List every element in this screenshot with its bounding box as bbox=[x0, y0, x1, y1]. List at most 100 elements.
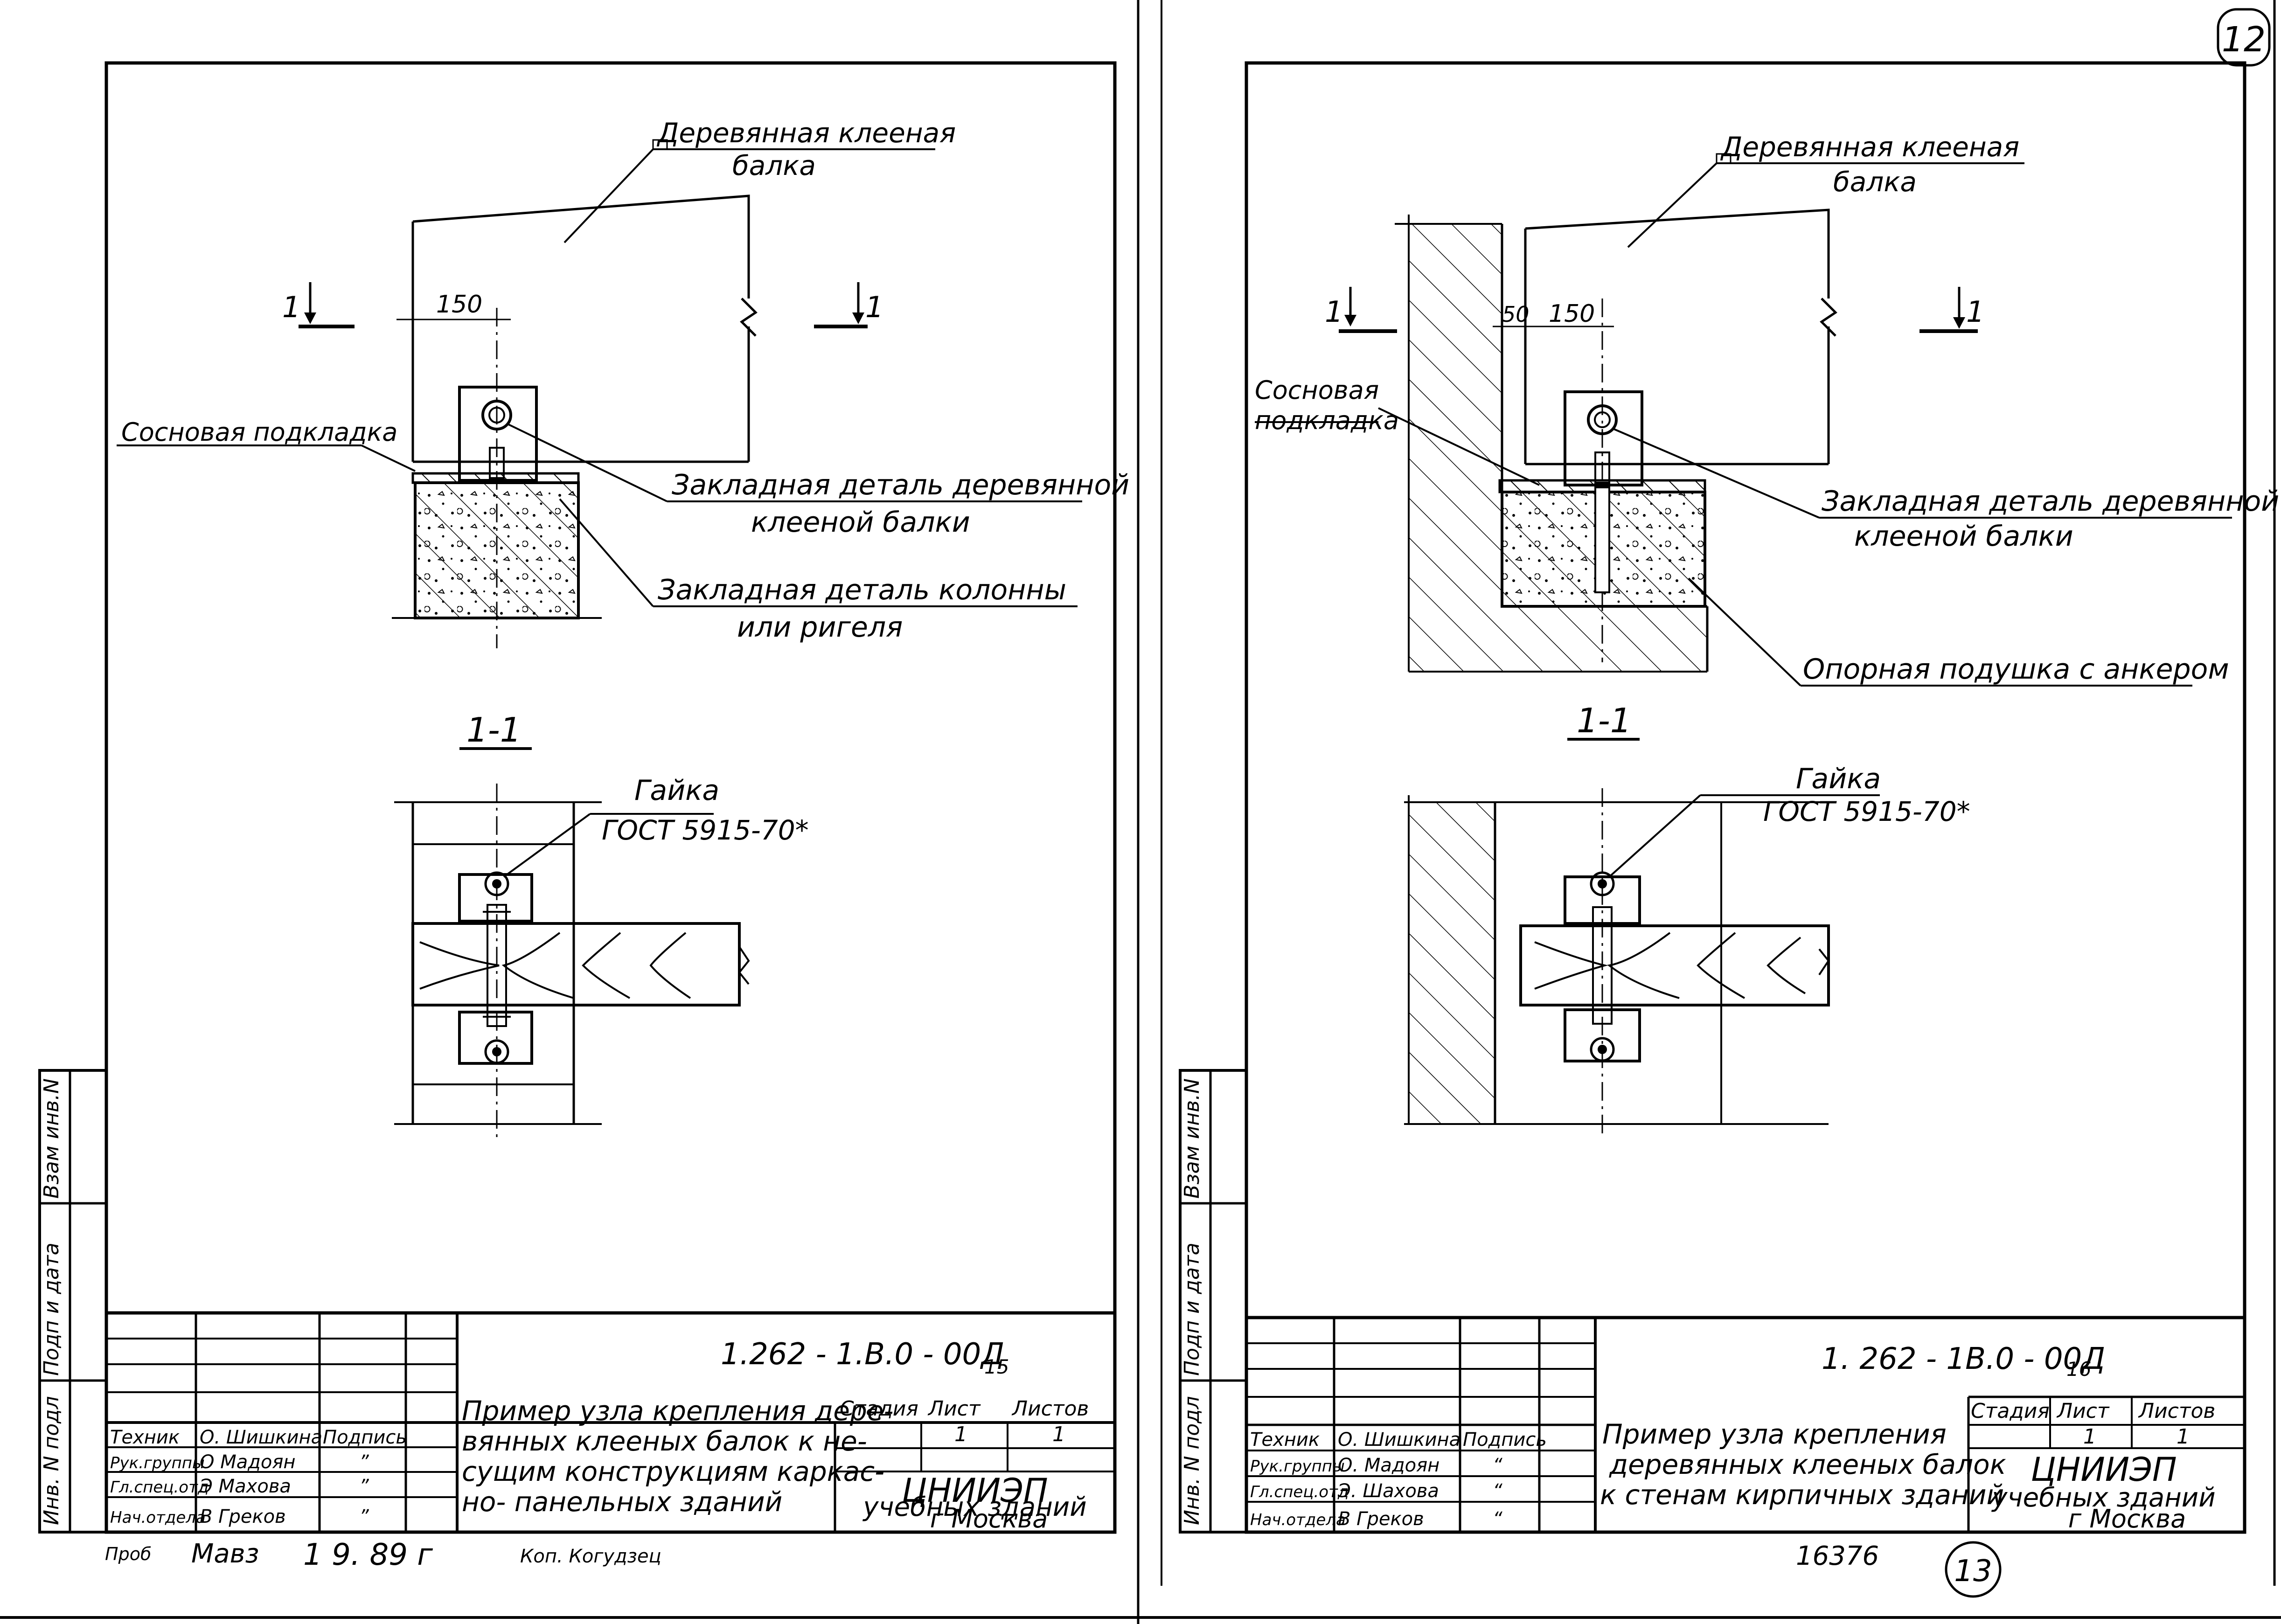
signer-role: Рук.группы bbox=[1250, 1457, 1345, 1476]
signer-sign: ” bbox=[359, 1451, 369, 1473]
left-side-stamp: Инв. N подл Подп и дата Взам инв.N bbox=[38, 1069, 108, 1534]
left-elevation: Деревянная клееная балка 1 1 150 bbox=[117, 117, 1129, 648]
label-beam-l2: балка bbox=[732, 150, 816, 181]
title-line-3: к стенам кирпичных зданий bbox=[1600, 1479, 2004, 1511]
signer-sign: Подпись bbox=[323, 1427, 407, 1448]
dim-150: 150 bbox=[436, 291, 482, 319]
title-line-1: Пример узла крепления дере- bbox=[462, 1395, 893, 1427]
signer-name: В Греков bbox=[1338, 1508, 1424, 1530]
header-stage: Стадия bbox=[1971, 1399, 2050, 1423]
signer-role: Гл.спец.отд bbox=[1250, 1483, 1349, 1501]
side-inv-repl: Взам инв.N bbox=[40, 1078, 63, 1199]
left-sheet: Инв. N подл Подп и дата Взам инв.N Дерев… bbox=[38, 61, 1129, 1572]
signer-role: Гл.спец.отд bbox=[110, 1478, 209, 1497]
signer-sign: Подпись bbox=[1463, 1429, 1547, 1450]
label-beam-l2: балка bbox=[1833, 166, 1917, 198]
dim-150: 150 bbox=[1549, 300, 1595, 328]
label-embed-col-l2: или ригеля bbox=[737, 611, 903, 644]
org-city: г Москва bbox=[2068, 1504, 2186, 1534]
signer-sign: ” bbox=[359, 1476, 369, 1497]
signer-role: Техник bbox=[110, 1427, 180, 1448]
label-embed-beam-l2: клееной балки bbox=[1854, 520, 2073, 553]
doc-code-sheet: 16 bbox=[2066, 1358, 2091, 1381]
label-nut-l1: Гайка bbox=[1796, 763, 1881, 795]
signer-role: Техник bbox=[1250, 1429, 1320, 1450]
header-sheet: Лист bbox=[927, 1397, 981, 1421]
right-frame bbox=[1245, 61, 2246, 1534]
footer-sign: Мавз bbox=[191, 1539, 259, 1569]
doc-code: 1.262 - 1.В.0 - 00Д bbox=[721, 1337, 1004, 1372]
signer-sign: “ bbox=[1493, 1508, 1502, 1530]
side-inv-orig: Инв. N подл bbox=[1180, 1396, 1204, 1525]
label-embed-beam-l1: Закладная деталь деревянной bbox=[672, 469, 1129, 501]
sheets-value: 1 bbox=[1052, 1423, 1065, 1446]
signer-name: Э Махова bbox=[199, 1476, 291, 1497]
signer-role: Рук.группы bbox=[110, 1454, 205, 1472]
left-title-block: 1.262 - 1.В.0 - 00Д 15 Пример узла крепл… bbox=[104, 1311, 1117, 1534]
side-inv-orig: Инв. N подл bbox=[40, 1396, 63, 1525]
org-sub: учебных зданий bbox=[1991, 1483, 2215, 1513]
title-line-2: деревянных клееных балок bbox=[1609, 1449, 2006, 1480]
title-line-3: сущим конструкциям каркас- bbox=[462, 1456, 884, 1487]
right-section-1-1: 1-1 Гайка ГОСТ 5915-70* bbox=[1404, 701, 1970, 1138]
org-sub: учебных зданий bbox=[862, 1492, 1086, 1522]
label-embed-beam-l1: Закладная деталь деревянной bbox=[1822, 485, 2279, 518]
footer-sheet-circle: 13 bbox=[1945, 1541, 2002, 1598]
page-number: 12 bbox=[2222, 20, 2266, 60]
header-stage: Стадия bbox=[840, 1397, 918, 1421]
right-sheet: Инв. N подл Подп и дата Взам инв.N Дерев… bbox=[1179, 61, 2279, 1598]
side-inv-repl: Взам инв.N bbox=[1180, 1078, 1204, 1199]
footer-note: Проб bbox=[105, 1544, 151, 1564]
signer-role: Нач.отдела bbox=[110, 1508, 206, 1527]
label-beam-l1: Деревянная клееная bbox=[656, 117, 956, 149]
title-line-1: Пример узла крепления bbox=[1602, 1418, 1947, 1450]
title-line-4: но- панельных зданий bbox=[462, 1486, 782, 1518]
signer-name: О. Мадоян bbox=[1338, 1455, 1440, 1476]
cut-mark-right: 1 bbox=[865, 290, 883, 324]
sheets-value: 1 bbox=[2177, 1425, 2190, 1449]
label-embed-beam-l2: клееной балки bbox=[751, 506, 970, 539]
signer-role: Нач.отдела bbox=[1250, 1511, 1346, 1529]
label-pine-pad: Сосновая подкладка bbox=[121, 417, 397, 447]
right-title-block: 1. 262 - 1В.0 - 00Д 16 Пример узла крепл… bbox=[1245, 1316, 2246, 1534]
doc-code: 1. 262 - 1В.0 - 00Д bbox=[1822, 1342, 2105, 1376]
label-pine-pad-l1: Сосновая bbox=[1255, 375, 1379, 405]
cut-mark-left: 1 bbox=[1325, 295, 1343, 329]
doc-code-sheet: 15 bbox=[984, 1355, 1009, 1378]
org-name: ЦНИИЭП bbox=[2031, 1450, 2177, 1489]
label-embed-col-l1: Закладная деталь колонны bbox=[658, 574, 1066, 606]
label-nut-l1: Гайка bbox=[634, 774, 719, 807]
signer-sign: “ bbox=[1493, 1480, 1502, 1502]
footer-date: 1 9. 89 г bbox=[303, 1538, 433, 1572]
header-sheets: Листов bbox=[1011, 1397, 1089, 1421]
signer-name: В Греков bbox=[200, 1506, 286, 1527]
cut-mark-right: 1 bbox=[1966, 295, 1984, 329]
signer-name: О Мадоян bbox=[200, 1451, 296, 1473]
signer-name: Э. Шахова bbox=[1337, 1480, 1439, 1502]
signer-sign: “ bbox=[1493, 1455, 1502, 1476]
side-sign-date: Подп и дата bbox=[40, 1242, 63, 1376]
org-city: г Москва bbox=[930, 1504, 1048, 1534]
right-elevation: Деревянная клееная балка 1 1 50 150 bbox=[1255, 131, 2279, 687]
sheet-value: 1 bbox=[954, 1423, 967, 1446]
footer-copy: Коп. Когудзец bbox=[520, 1546, 661, 1567]
footer-circle-number: 13 bbox=[1954, 1554, 1992, 1589]
label-nut-l2: ГОСТ 5915-70* bbox=[1763, 796, 1970, 827]
left-section-1-1: 1-1 bbox=[394, 710, 809, 1138]
sheet-value: 1 bbox=[2083, 1425, 2096, 1449]
page-number-badge: 12 bbox=[2217, 8, 2271, 67]
side-sign-date: Подп и дата bbox=[1180, 1242, 1204, 1376]
dim-50: 50 bbox=[1502, 302, 1530, 327]
section-title: 1-1 bbox=[466, 710, 522, 750]
signer-name: О. Шишкина bbox=[1338, 1429, 1460, 1450]
label-beam-l1: Деревянная клееная bbox=[1720, 131, 2019, 163]
org-name: ЦНИИЭП bbox=[902, 1471, 1048, 1510]
cut-mark-left: 1 bbox=[282, 290, 300, 324]
signer-sign: ” bbox=[359, 1506, 369, 1527]
label-pine-pad-l2: подкладка bbox=[1255, 406, 1399, 435]
section-title: 1-1 bbox=[1577, 701, 1632, 740]
label-support-pad: Опорная подушка с анкером bbox=[1803, 653, 2229, 686]
right-side-stamp: Инв. N подл Подп и дата Взам инв.N bbox=[1179, 1069, 1248, 1534]
label-nut-l2: ГОСТ 5915-70* bbox=[602, 814, 809, 846]
